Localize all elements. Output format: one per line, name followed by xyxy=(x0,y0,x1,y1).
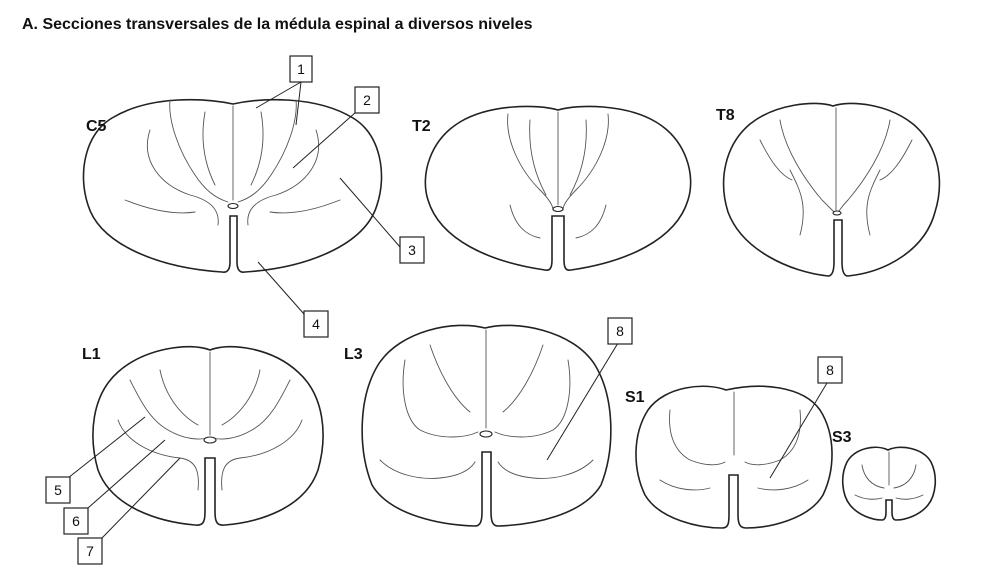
section-s3: S3 xyxy=(832,429,937,521)
callout-3: 3 xyxy=(339,177,425,264)
callout-5: 5 xyxy=(45,416,146,504)
callout-6: 6 xyxy=(63,439,166,535)
level-label-t8: T8 xyxy=(716,107,735,124)
section-t2: T2 xyxy=(412,105,692,271)
callout-number: 8 xyxy=(616,323,624,339)
callout-1: 1 xyxy=(255,55,313,126)
section-l3: L3 xyxy=(344,324,612,527)
callout-number: 5 xyxy=(54,482,62,498)
level-label-s1: S1 xyxy=(625,389,645,406)
callout-number: 4 xyxy=(312,316,320,332)
section-s1: S1 xyxy=(625,385,833,529)
callout-number: 2 xyxy=(363,92,371,108)
callout-8-l3: 8 xyxy=(546,317,633,461)
callout-number: 1 xyxy=(297,61,305,77)
section-l1: L1 xyxy=(82,345,324,526)
figure-title: A. Secciones transversales de la médula … xyxy=(22,16,533,33)
level-label-l1: L1 xyxy=(82,346,101,363)
level-label-l3: L3 xyxy=(344,346,363,363)
level-label-c5: C5 xyxy=(86,118,107,135)
callout-number: 6 xyxy=(72,513,80,529)
level-label-s3: S3 xyxy=(832,429,852,446)
callout-2: 2 xyxy=(292,86,380,169)
callout-number: 8 xyxy=(826,362,834,378)
callout-number: 3 xyxy=(408,242,416,258)
level-label-t2: T2 xyxy=(412,118,431,135)
callout-8-s1: 8 xyxy=(769,356,843,479)
callout-number: 7 xyxy=(86,543,94,559)
callout-4: 4 xyxy=(257,261,329,338)
section-t8: T8 xyxy=(716,102,941,277)
callout-7: 7 xyxy=(77,457,181,565)
section-c5: C5 xyxy=(82,98,383,273)
